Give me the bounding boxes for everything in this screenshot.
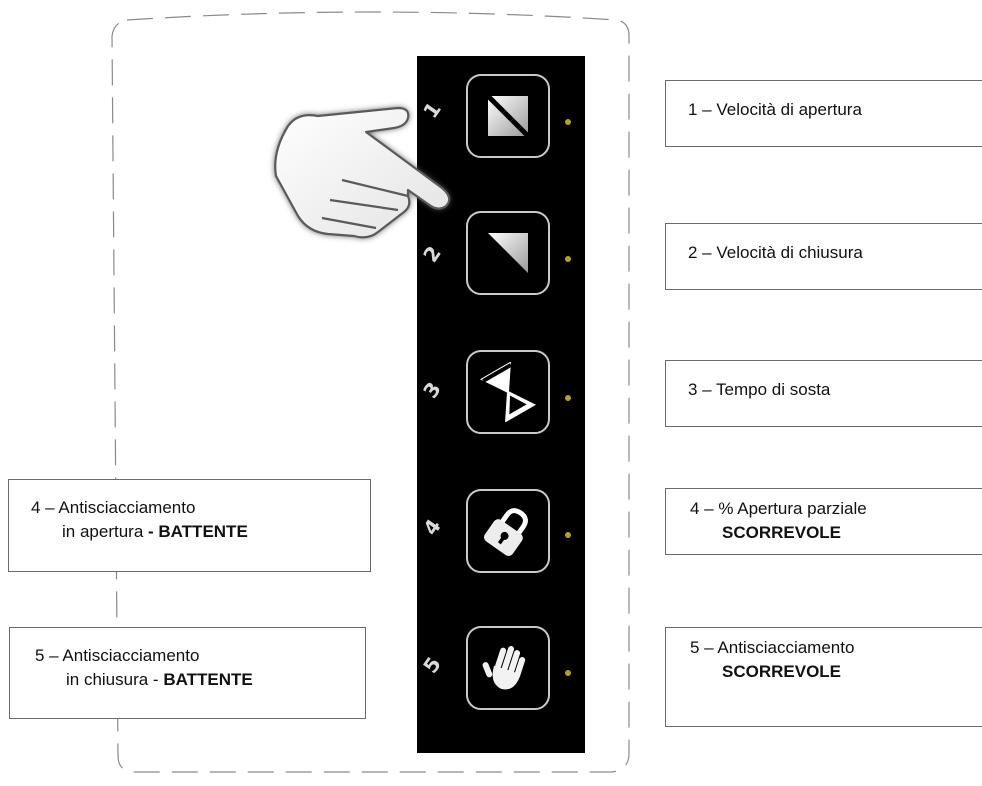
label-bold-text: - BATTENTE [148, 522, 248, 541]
label-text: 4 – % Apertura parziale [690, 499, 867, 518]
led-indicator [565, 395, 571, 401]
anti-crush-button[interactable] [466, 626, 550, 710]
hand-icon [482, 646, 526, 690]
label-text: in apertura [62, 522, 148, 541]
label-text: in chiusura - [66, 670, 164, 689]
label-bold-text: SCORREVOLE [722, 523, 842, 542]
label-text: 2 – Velocità di chiusura [688, 243, 863, 262]
label-pause-time: 3 – Tempo di sosta [665, 360, 982, 427]
led-indicator [565, 670, 571, 676]
closing-speed-button[interactable] [466, 211, 550, 295]
opening-speed-button[interactable] [466, 74, 550, 158]
hourglass-icon [480, 362, 536, 422]
label-text: 5 – Antisciacciamento [35, 646, 200, 665]
partial-opening-button[interactable] [466, 489, 550, 573]
pointing-hand-icon [274, 106, 451, 239]
padlock-icon [483, 508, 528, 556]
closing-speed-icon [488, 233, 528, 273]
label-bold-text: SCORREVOLE [722, 662, 842, 681]
label-partial-opening: 4 – % Apertura parziale SCORREVOLE [665, 488, 982, 555]
label-anti-crush-opening-swing: 4 – Antisciacciamento in apertura - BATT… [8, 479, 371, 572]
label-opening-speed: 1 – Velocità di apertura [665, 80, 982, 147]
pause-time-button[interactable] [466, 350, 550, 434]
label-text: 1 – Velocità di apertura [688, 100, 862, 119]
led-indicator [565, 119, 571, 125]
label-text: 3 – Tempo di sosta [688, 380, 831, 399]
label-anti-crush-sliding: 5 – Antisciacciamento SCORREVOLE [665, 627, 982, 727]
led-indicator [565, 532, 571, 538]
label-closing-speed: 2 – Velocità di chiusura [665, 223, 982, 290]
opening-speed-icon [486, 94, 530, 138]
label-text: 5 – Antisciacciamento [690, 638, 855, 657]
label-bold-text: BATTENTE [163, 670, 253, 689]
label-anti-crush-closing-swing: 5 – Antisciacciamento in chiusura - BATT… [9, 627, 366, 719]
label-text: 4 – Antisciacciamento [31, 498, 196, 517]
led-indicator [565, 256, 571, 262]
